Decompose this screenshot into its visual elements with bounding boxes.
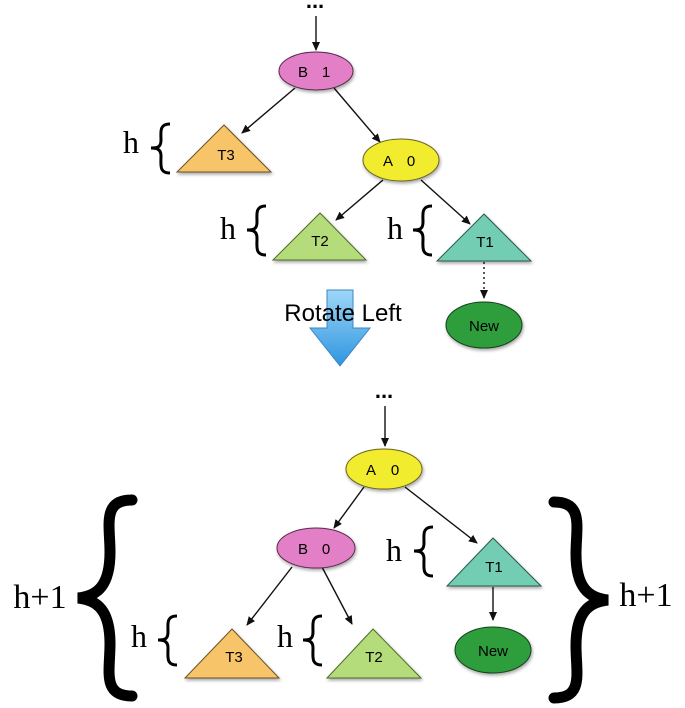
top-edge-b-t3 <box>241 87 296 134</box>
bottom-edge-a-b <box>333 486 365 529</box>
bottom-subtree-t1 <box>445 537 543 587</box>
bottom-height-t1-brace <box>413 525 434 578</box>
top-height-t1-label: h <box>387 210 403 246</box>
bottom-edge-a-t1 <box>404 486 478 544</box>
bottom-height-right-total-label: h+1 <box>619 577 672 614</box>
bottom-height-right-total-brace <box>548 496 609 704</box>
bottom-node-b-shape <box>276 527 356 569</box>
top-subtree-t3-label: T3 <box>217 147 235 164</box>
top-subtree-t1 <box>435 213 533 262</box>
bottom-subtree-t2-label: T2 <box>365 649 383 666</box>
bottom-subtree-t2 <box>325 628 423 679</box>
top-node-new-label: New <box>469 318 499 335</box>
top-node-a-balance: 0 <box>407 153 415 170</box>
bottom-height-left-total-label: h+1 <box>13 579 66 616</box>
top-node-a <box>362 138 440 182</box>
top-node-a-name: A <box>383 153 393 170</box>
rotate-arrow-icon <box>308 289 372 367</box>
top-subtree-t1-label: T1 <box>476 234 494 251</box>
top-tree: ... B 1 A 0 T3 T2 T1 New h h h <box>123 0 533 349</box>
bottom-node-new <box>454 626 532 674</box>
bottom-edge-b-t3 <box>246 566 293 626</box>
bottom-ellipsis: ... <box>375 378 393 403</box>
top-subtree-t2 <box>271 212 368 261</box>
bottom-height-left-total-brace <box>77 494 138 702</box>
bottom-node-new-label: New <box>478 643 508 660</box>
bottom-node-b-balance: 0 <box>322 541 330 558</box>
top-height-t1-brace <box>412 204 433 257</box>
top-edge-a-t2 <box>335 179 384 221</box>
bottom-node-b <box>276 527 356 569</box>
top-node-b-name: B <box>298 64 308 81</box>
bottom-height-t2-label: h <box>277 618 293 654</box>
top-height-t2-brace <box>246 204 267 257</box>
top-edge-a-t1 <box>420 179 471 225</box>
bottom-subtree-t3 <box>183 628 281 679</box>
bottom-height-t1-label: h <box>386 532 402 568</box>
top-node-a-shape <box>362 138 440 182</box>
bottom-node-a-name: A <box>366 462 376 479</box>
bottom-subtree-t1-label: T1 <box>485 559 503 576</box>
rotate-left-transition: Rotate Left <box>284 289 402 367</box>
top-ellipsis: ... <box>306 0 324 13</box>
top-height-t3-label: h <box>123 124 139 160</box>
bottom-node-b-name: B <box>298 541 308 558</box>
bottom-height-t3-label: h <box>131 618 147 654</box>
bottom-edge-b-t2 <box>321 566 353 625</box>
bottom-node-a-shape <box>345 448 423 490</box>
bottom-node-new-shape <box>454 626 532 674</box>
top-subtree-t2-label: T2 <box>311 233 329 250</box>
top-node-b-shape <box>278 51 354 91</box>
top-node-new <box>445 301 523 349</box>
top-edge-b-a <box>333 87 381 143</box>
bottom-height-t2-brace <box>302 614 323 667</box>
top-node-new-shape <box>445 301 523 349</box>
top-height-t3-brace <box>150 122 171 175</box>
bottom-tree: ... A 0 B 0 T1 New T3 T2 h h h <box>13 378 673 704</box>
bottom-subtree-t3-label: T3 <box>225 649 243 666</box>
top-node-b-balance: 1 <box>322 64 330 81</box>
top-height-t2-label: h <box>220 210 236 246</box>
bottom-height-t3-brace <box>157 614 178 667</box>
top-node-b <box>278 51 354 91</box>
bottom-node-a <box>345 448 423 490</box>
rotate-left-label: Rotate Left <box>284 300 402 327</box>
top-subtree-t3 <box>175 124 273 173</box>
bottom-node-a-balance: 0 <box>391 462 399 479</box>
